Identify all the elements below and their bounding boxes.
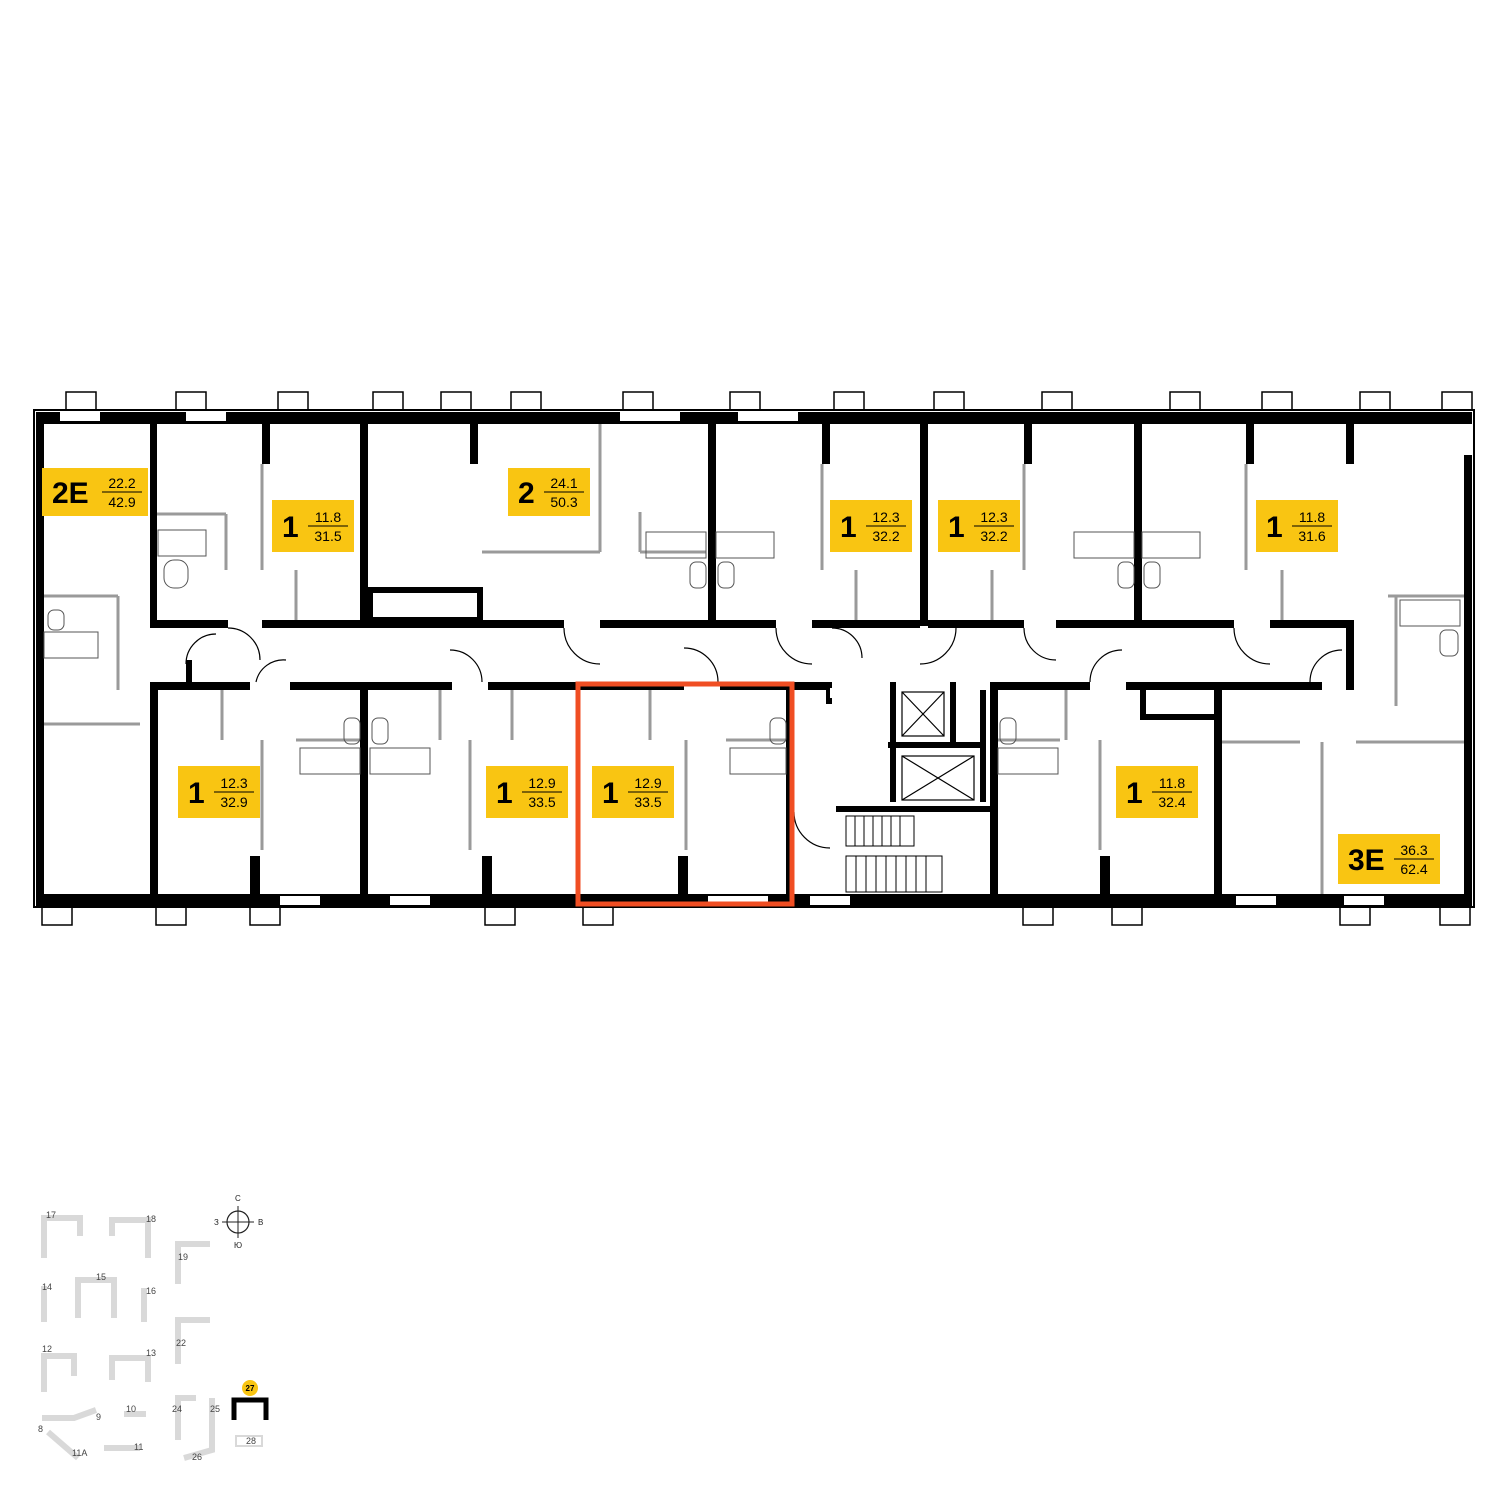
bathroom-fixtures [43,529,1461,775]
apartment-label-1-top-d[interactable]: 1 11.8 31.6 [1256,500,1338,552]
current-building-marker [231,1397,269,1420]
apartment-rooms: 1 [1266,511,1283,544]
compass-north: С [235,1194,241,1203]
apartment-living-area: 11.8 [1159,775,1185,791]
apartment-living-area: 12.3 [872,509,899,525]
apartment-living-area: 12.9 [634,775,661,791]
staircase [845,815,943,893]
apartment-total-area: 42.9 [108,494,135,510]
apartment-living-area: 12.3 [980,509,1007,525]
site-plan-labels: 17 18 14 15 16 19 12 13 22 10 9 8 11А 11 24 25 26 28 [38,1210,256,1462]
apartment-label-1-bottom-selected[interactable]: 1 12.9 33.5 [592,766,674,818]
apartment-label-1-bottom-c[interactable]: 1 11.8 32.4 [1116,766,1198,818]
site-building-label: 9 [96,1412,101,1422]
compass-east: В [258,1218,263,1227]
elevators [901,691,975,801]
apartment-label-2e-top-left[interactable]: 2E 22.2 42.9 [42,468,148,516]
site-building-label: 25 [210,1404,220,1414]
site-building-label: 26 [192,1452,202,1462]
site-building-label: 10 [126,1404,136,1414]
apartment-total-area: 31.6 [1298,528,1325,544]
site-building-label: 22 [176,1338,186,1348]
walls [36,412,1472,906]
apartment-rooms: 1 [496,777,513,810]
apartment-rooms: 3E [1348,844,1385,877]
apartment-living-area: 22.2 [108,475,135,491]
apartment-label-3e-bottom-right[interactable]: 3E 36.3 62.4 [1338,834,1440,884]
doors [185,627,1343,849]
apartment-living-area: 12.9 [528,775,555,791]
site-plan [41,1215,263,1461]
site-building-label: 24 [172,1404,182,1414]
site-building-label: 17 [46,1210,56,1220]
apartment-label-1-top-c[interactable]: 1 12.3 32.2 [938,500,1020,552]
site-building-label: 11 [134,1442,143,1452]
apartment-total-area: 62.4 [1400,861,1427,877]
building-outline [33,409,1475,908]
apartment-total-area: 32.2 [980,528,1007,544]
site-building-label: 19 [178,1252,188,1262]
apartment-rooms: 1 [602,777,619,810]
site-building-label: 28 [246,1436,256,1446]
bottom-windows [41,906,1471,926]
apartment-label-1-top-b[interactable]: 1 12.3 32.2 [830,500,912,552]
apartment-living-area: 11.8 [315,509,341,525]
compass-west: З [214,1218,219,1227]
apartment-rooms: 1 [282,511,299,544]
site-building-label: 16 [146,1286,156,1296]
site-building-label: 12 [42,1344,52,1354]
current-building-badge [242,1380,258,1396]
compass: С Ю З В [214,1194,263,1250]
apartment-living-area: 24.1 [550,475,577,491]
selected-apartment-outline[interactable] [575,681,795,907]
apartment-living-area: 11.8 [1299,509,1325,525]
apartment-total-area: 32.9 [220,794,247,810]
apartment-total-area: 33.5 [634,794,661,810]
apartment-label-1-bottom-a[interactable]: 1 12.3 32.9 [178,766,260,818]
apartment-rooms: 2 [518,477,535,510]
apartment-rooms: 2E [52,477,89,510]
apartment-rooms: 1 [188,777,205,810]
site-building-label: 15 [96,1272,106,1282]
top-windows [65,391,1473,411]
apartment-total-area: 32.2 [872,528,899,544]
apartment-rooms: 1 [840,511,857,544]
site-building-label: 14 [42,1282,52,1292]
apartment-total-area: 50.3 [550,494,577,510]
apartment-rooms: 1 [948,511,965,544]
apartment-living-area: 36.3 [1400,842,1427,858]
site-building-label: 13 [146,1348,156,1358]
partitions [44,424,1464,894]
apartment-label-1-top-a[interactable]: 1 11.8 31.5 [272,500,354,552]
apartment-label-2-top[interactable]: 2 24.1 50.3 [508,468,590,516]
apartment-total-area: 31.5 [314,528,341,544]
apartment-total-area: 32.4 [1158,794,1185,810]
current-building-number: 27 [246,1384,255,1393]
site-building-label: 18 [146,1214,156,1224]
site-building-label: 8 [38,1424,43,1434]
apartment-label-1-bottom-b[interactable]: 1 12.9 33.5 [486,766,568,818]
site-building-label: 11А [72,1448,87,1458]
apartment-total-area: 33.5 [528,794,555,810]
compass-south: Ю [234,1241,242,1250]
apartment-living-area: 12.3 [220,775,247,791]
apartment-rooms: 1 [1126,777,1143,810]
